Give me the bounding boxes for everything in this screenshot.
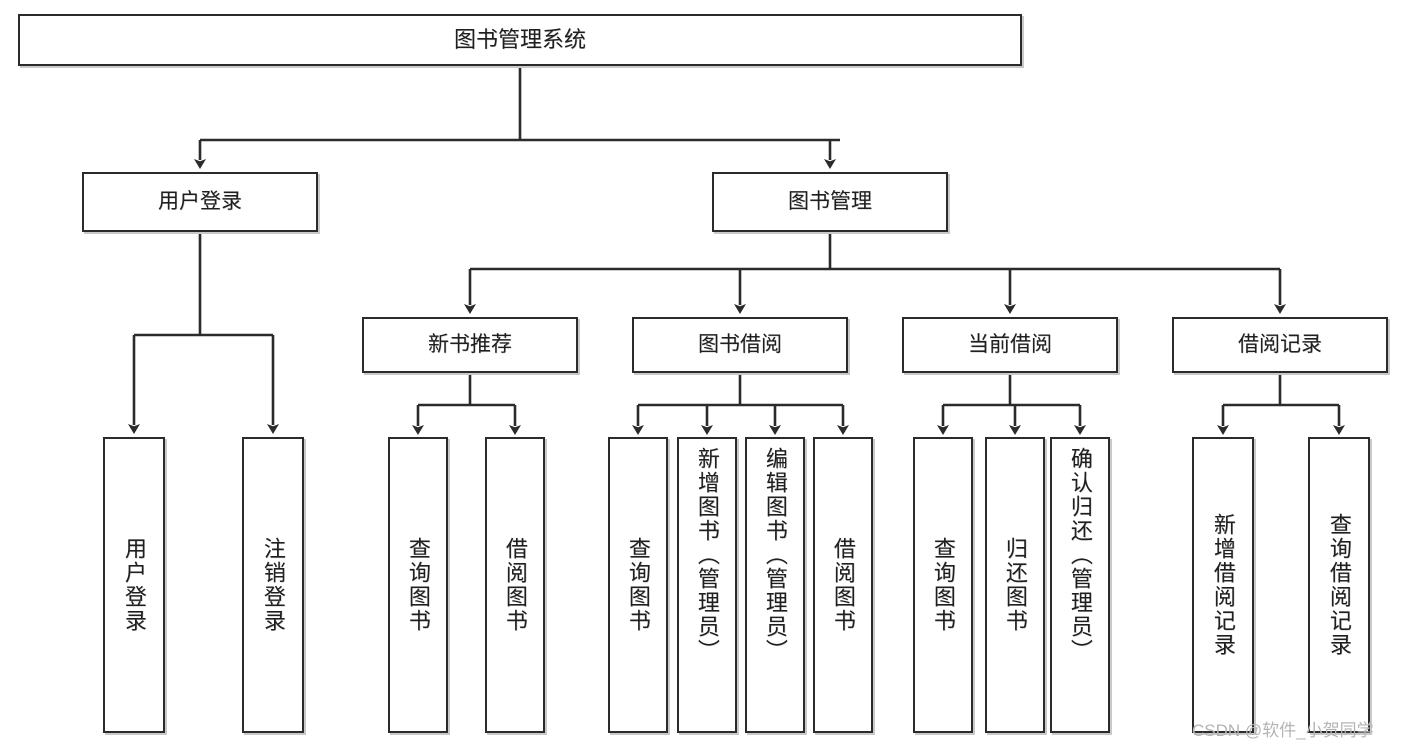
node-borrow-record[interactable]: 借阅记录 xyxy=(1172,317,1388,373)
node-leaf-add-record[interactable]: 新增借阅记录 xyxy=(1192,437,1254,733)
node-leaf-query-book-2[interactable]: 查询图书 xyxy=(608,437,668,733)
node-leaf-borrow-book-1[interactable]: 借阅图书 xyxy=(485,437,545,733)
node-leaf-add-book[interactable]: 新增图书（管理员） xyxy=(677,437,737,733)
node-leaf-query-record-label: 查询借阅记录 xyxy=(1326,513,1352,657)
node-leaf-query-book-3[interactable]: 查询图书 xyxy=(913,437,973,733)
node-leaf-confirm-return-label: 确认归还（管理员） xyxy=(1067,447,1093,663)
node-book-borrow-label: 图书借阅 xyxy=(698,332,782,356)
node-leaf-confirm-return[interactable]: 确认归还（管理员） xyxy=(1050,437,1110,733)
node-current-borrow-label: 当前借阅 xyxy=(968,332,1052,356)
node-book-borrow[interactable]: 图书借阅 xyxy=(632,317,848,373)
node-leaf-query-book-1[interactable]: 查询图书 xyxy=(388,437,448,733)
node-leaf-borrow-book-2-label: 借阅图书 xyxy=(830,537,856,633)
node-root[interactable]: 图书管理系统 xyxy=(18,14,1022,66)
node-user-login-label: 用户登录 xyxy=(158,189,242,213)
node-leaf-user-login-label: 用户登录 xyxy=(121,537,147,633)
node-book-manage[interactable]: 图书管理 xyxy=(712,172,948,232)
node-borrow-record-label: 借阅记录 xyxy=(1238,332,1322,356)
node-leaf-query-book-2-label: 查询图书 xyxy=(625,537,651,633)
node-leaf-query-record[interactable]: 查询借阅记录 xyxy=(1308,437,1370,733)
node-leaf-return-book[interactable]: 归还图书 xyxy=(985,437,1045,733)
node-leaf-return-book-label: 归还图书 xyxy=(1002,537,1028,633)
node-leaf-add-record-label: 新增借阅记录 xyxy=(1210,513,1236,657)
node-new-book-recommend[interactable]: 新书推荐 xyxy=(362,317,578,373)
node-leaf-borrow-book-2[interactable]: 借阅图书 xyxy=(813,437,873,733)
node-leaf-add-book-label: 新增图书（管理员） xyxy=(694,447,720,663)
node-leaf-user-login[interactable]: 用户登录 xyxy=(103,437,165,733)
csdn-watermark: CSDN @软件_小贺同学 xyxy=(1192,721,1374,740)
node-leaf-query-book-1-label: 查询图书 xyxy=(405,537,431,633)
node-book-manage-label: 图书管理 xyxy=(788,189,872,213)
node-leaf-edit-book[interactable]: 编辑图书（管理员） xyxy=(745,437,805,733)
node-leaf-query-book-3-label: 查询图书 xyxy=(930,537,956,633)
node-leaf-edit-book-label: 编辑图书（管理员） xyxy=(762,447,788,663)
node-leaf-user-logout[interactable]: 注销登录 xyxy=(242,437,304,733)
node-new-book-recommend-label: 新书推荐 xyxy=(428,332,512,356)
node-leaf-borrow-book-1-label: 借阅图书 xyxy=(502,537,528,633)
node-root-label: 图书管理系统 xyxy=(453,27,586,53)
node-current-borrow[interactable]: 当前借阅 xyxy=(902,317,1118,373)
node-user-login[interactable]: 用户登录 xyxy=(82,172,318,232)
node-leaf-user-logout-label: 注销登录 xyxy=(260,537,286,633)
